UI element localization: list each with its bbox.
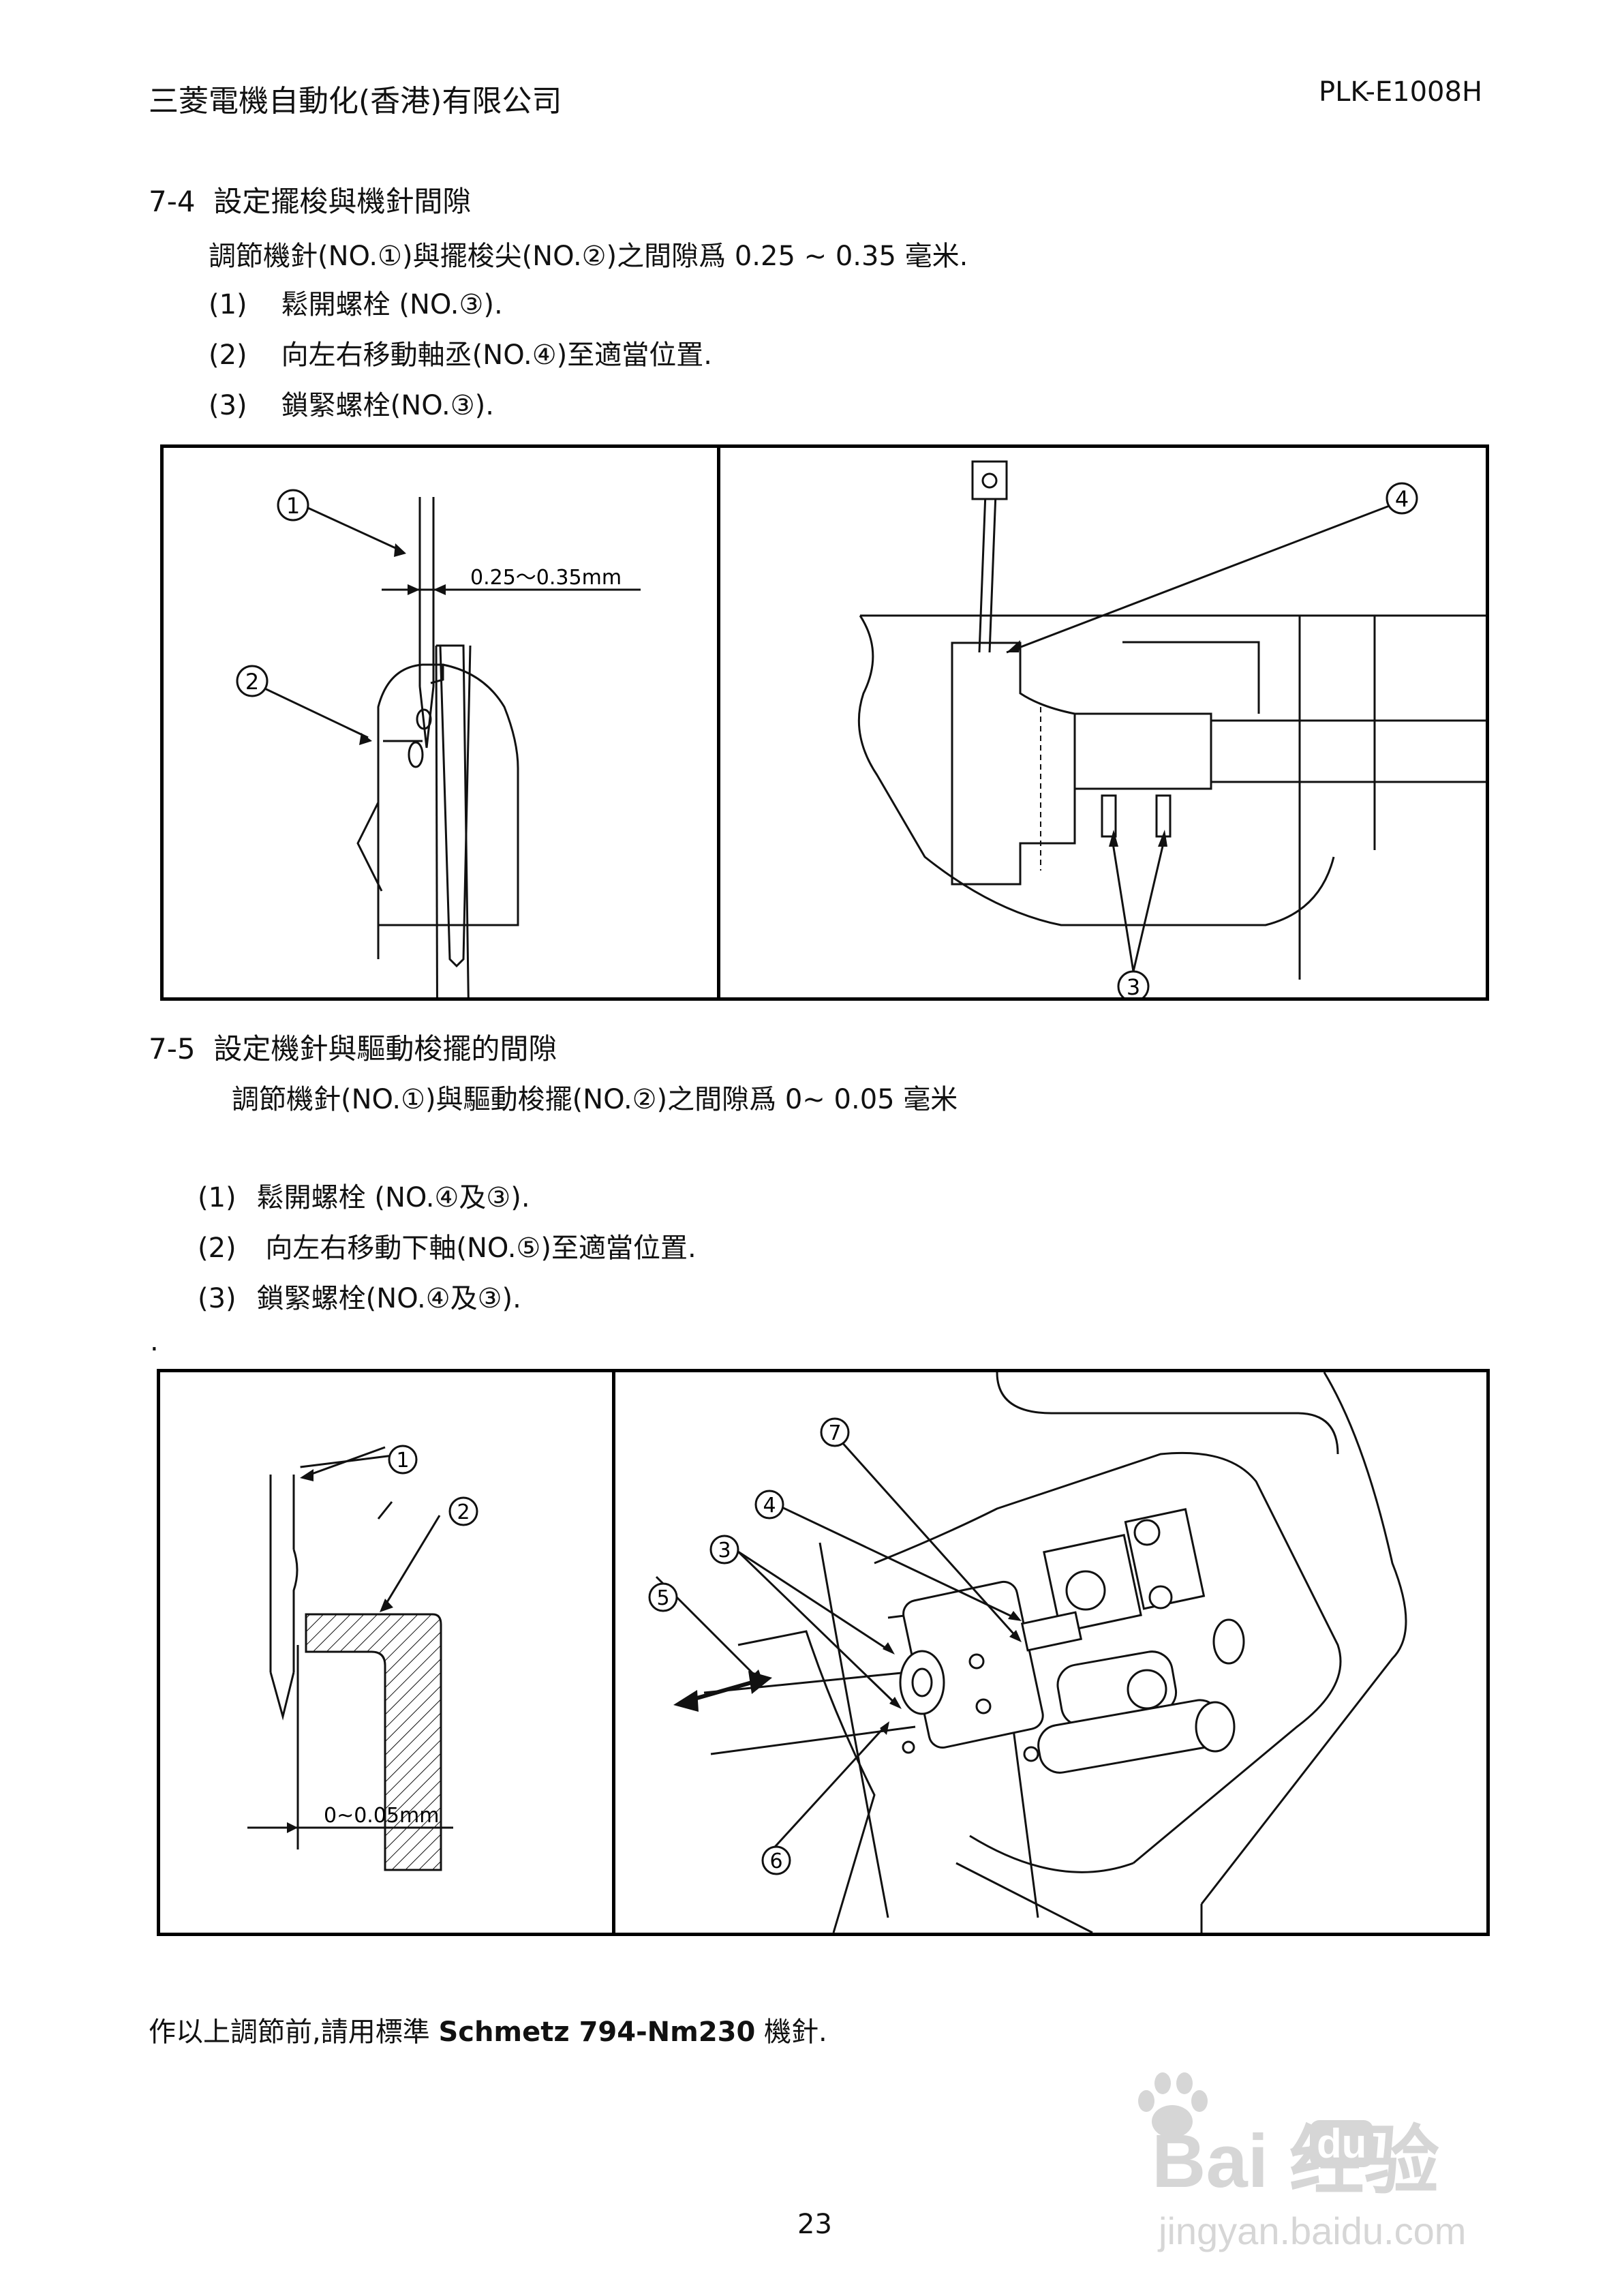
document-number: PLK-E1008H: [1319, 76, 1483, 108]
stray-dot: .: [150, 1326, 159, 1357]
step-item: (2) 向左右移動下軸(NO.⑤)至適當位置.: [198, 1226, 697, 1265]
section-title: 設定擺梭與機針間隙: [213, 185, 472, 218]
gap-label: 0.25～0.35mm: [470, 566, 622, 590]
callout-4: 4: [1395, 486, 1409, 512]
figure-7-5-frame: [157, 1369, 1490, 1936]
callout-6: 6: [769, 1849, 782, 1873]
section-7-4-title: 7-4 設定擺梭與機針間隙: [149, 179, 471, 220]
step-number: (3): [198, 1283, 236, 1314]
callout-1: 1: [286, 493, 300, 519]
callout-1: 1: [396, 1449, 409, 1472]
section-7-5-title: 7-5 設定機針與驅動梭擺的間隙: [149, 1026, 557, 1068]
figure-divider: [717, 444, 720, 1001]
callout-2: 2: [245, 669, 259, 695]
watermark-brand: Bai 经验: [1152, 2100, 1439, 2209]
step-item: (1) 鬆開螺栓 (NO.④及③).: [198, 1175, 530, 1215]
company-name: 三菱電機自動化(香港)有限公司: [149, 84, 562, 119]
callout-5: 5: [656, 1586, 669, 1610]
step-item: (1) 鬆開螺栓 (NO.③).: [209, 282, 503, 322]
figure-7-4-frame: [160, 444, 1489, 1001]
needle-driver-gap-diagram: 1 2 0~0.05mm: [247, 1445, 478, 1871]
step-item: (2) 向左右移動軸丞(NO.④)至適當位置.: [209, 333, 712, 372]
section-number: 7-4: [149, 185, 196, 218]
callout-3: 3: [1127, 974, 1140, 997]
section-7-5-desc: 調節機針(NO.①)與驅動梭擺(NO.②)之間隙爲 0~ 0.05 毫米: [232, 1084, 958, 1115]
step-text: 鎖緊螺栓(NO.④及③).: [256, 1283, 521, 1314]
step-text: 鎖緊螺栓(NO.③).: [281, 390, 494, 421]
section-title: 設定機針與驅動梭擺的間隙: [213, 1032, 557, 1066]
watermark-du-badge: du: [1310, 2120, 1374, 2167]
callout-7: 7: [828, 1421, 841, 1445]
figure-divider: [612, 1369, 615, 1936]
note-prefix: 作以上調節前,請用標準: [149, 2016, 439, 2048]
step-number: (2): [198, 1233, 236, 1264]
note-suffix: 機針.: [755, 2016, 827, 2048]
step-number: (1): [198, 1182, 236, 1213]
watermark-text: Bai 经验: [1152, 2119, 1439, 2203]
callout-4: 4: [763, 1494, 776, 1517]
step-number: (3): [209, 390, 247, 421]
needle-note: 作以上調節前,請用標準 Schmetz 794-Nm230 機針.: [149, 2010, 827, 2049]
step-text: 鬆開螺栓 (NO.④及③).: [256, 1182, 530, 1213]
step-text: 向左右移動下軸(NO.⑤)至適當位置.: [256, 1233, 697, 1264]
needle-hook-gap-diagram: 1 2 0.25～0.35mm: [236, 489, 641, 997]
callout-3: 3: [718, 1539, 731, 1562]
section-number: 7-5: [149, 1032, 196, 1066]
paw-icon: [1138, 2072, 1208, 2138]
step-item: (3) 鎖緊螺栓(NO.③).: [209, 383, 494, 423]
section-7-4-desc: 調節機針(NO.①)與擺梭尖(NO.②)之間隙爲 0.25 ~ 0.35 毫米.: [209, 241, 968, 272]
step-number: (2): [209, 339, 247, 371]
shaft-bearing-diagram: 4 3: [857, 460, 1486, 997]
needle-model: Schmetz 794-Nm230: [438, 2016, 756, 2048]
step-text: 向左右移動軸丞(NO.④)至適當位置.: [281, 339, 712, 371]
step-item: (3) 鎖緊螺栓(NO.④及③).: [198, 1276, 521, 1316]
gap-label: 0~0.05mm: [324, 1804, 439, 1828]
lower-shaft-assembly-diagram: 7 4 3 5 6: [648, 1372, 1407, 1933]
step-number: (1): [209, 289, 247, 320]
watermark-url: jingyan.baidu.com: [1159, 2209, 1467, 2252]
page-number: 23: [797, 2209, 832, 2240]
callout-2: 2: [457, 1500, 470, 1524]
step-text: 鬆開螺栓 (NO.③).: [281, 289, 503, 320]
